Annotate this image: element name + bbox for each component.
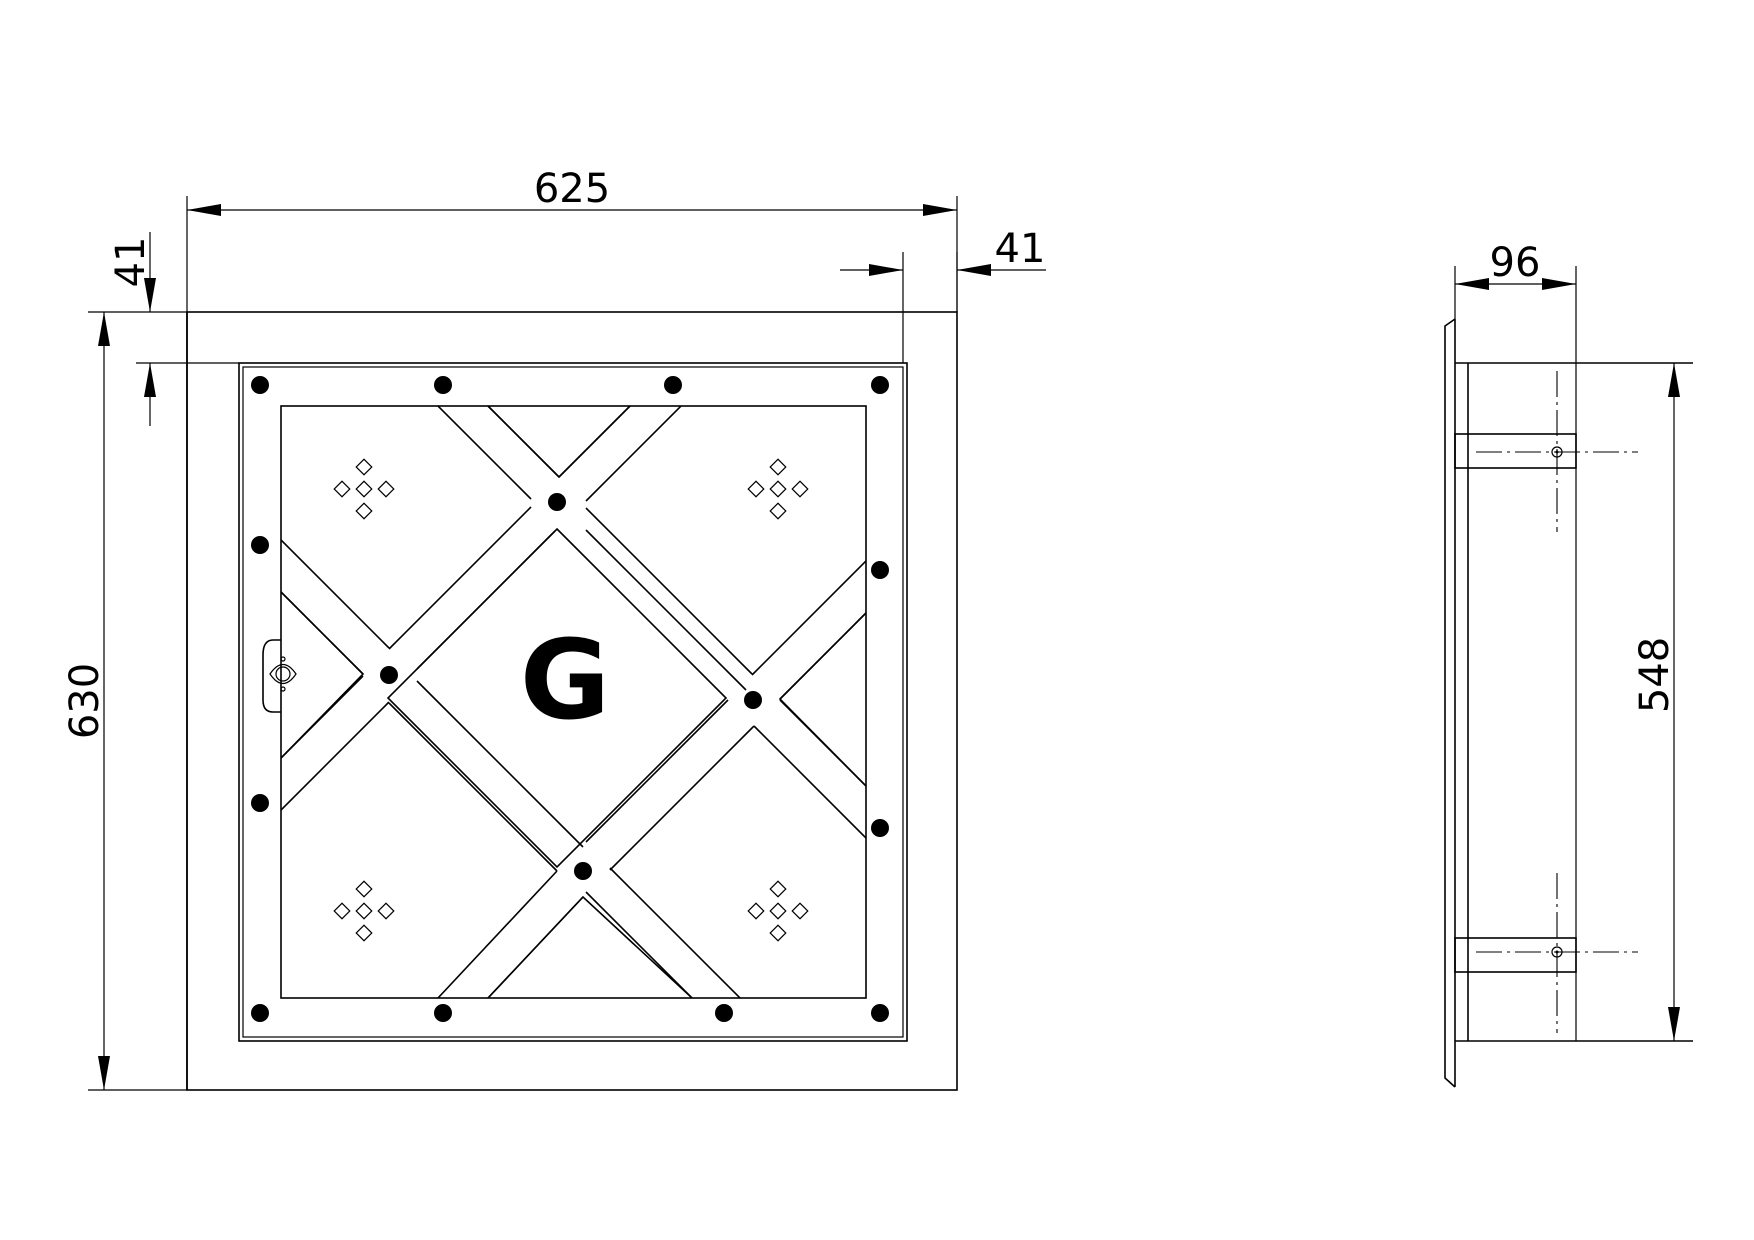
anti-slip-diamond: [355, 924, 373, 942]
bolt: [871, 819, 889, 837]
cover-marking: G: [520, 616, 610, 744]
anti-slip-diamond: [377, 902, 395, 920]
anti-slip-diamond: [355, 458, 373, 476]
bolt: [744, 691, 762, 709]
lifting-eye: [262, 639, 297, 713]
center-diamond: [386, 527, 728, 869]
bolt: [380, 666, 398, 684]
upper-bracket: [1454, 433, 1577, 469]
anti-slip-diamond: [333, 902, 351, 920]
anti-slip-diamond: [355, 902, 373, 920]
bolt: [434, 1004, 452, 1022]
anti-slip-diamond: [769, 924, 787, 942]
anti-slip-diamond: [355, 502, 373, 520]
anti-slip-diamond: [355, 880, 373, 898]
bolt: [548, 493, 566, 511]
anti-slip-diamond: [377, 480, 395, 498]
side-height-label: 548: [1632, 637, 1678, 713]
height-label: 630: [62, 663, 108, 739]
width-label: 625: [534, 166, 610, 212]
anti-slip-diamond: [355, 480, 373, 498]
bolt: [715, 1004, 733, 1022]
anti-slip-diamond: [333, 480, 351, 498]
bolt: [871, 561, 889, 579]
lower-bracket: [1454, 937, 1577, 973]
bolt: [664, 376, 682, 394]
frame-bolts: [251, 376, 889, 1022]
anti-slip-diamond: [747, 480, 765, 498]
depth-label: 96: [1490, 240, 1541, 286]
anti-slip-diamond: [791, 902, 809, 920]
anti-slip-diamond: [747, 902, 765, 920]
side-view: 96 548: [1444, 240, 1693, 1088]
top-offset-label: 41: [108, 237, 154, 288]
cover-plate-inner: [242, 366, 904, 1038]
front-view: G 625 41 41 630: [62, 166, 1046, 1091]
anti-slip-diamond: [769, 458, 787, 476]
rib-bolts: [380, 493, 762, 880]
anti-slip-diamond: [769, 480, 787, 498]
bolt: [251, 376, 269, 394]
bolt: [871, 1004, 889, 1022]
bolt: [871, 376, 889, 394]
cover-panel: [280, 405, 867, 999]
anti-slip-diamond: [769, 502, 787, 520]
diagonal-ribs: [281, 406, 866, 998]
anti-slip-diamond: [769, 880, 787, 898]
cover-plate-outer: [238, 362, 908, 1042]
bolt: [574, 862, 592, 880]
right-offset-label: 41: [995, 226, 1046, 272]
bolt: [251, 794, 269, 812]
bolt: [251, 1004, 269, 1022]
anti-slip-diamond: [769, 902, 787, 920]
bolt: [251, 536, 269, 554]
bolt: [434, 376, 452, 394]
anti-slip-diamond: [791, 480, 809, 498]
